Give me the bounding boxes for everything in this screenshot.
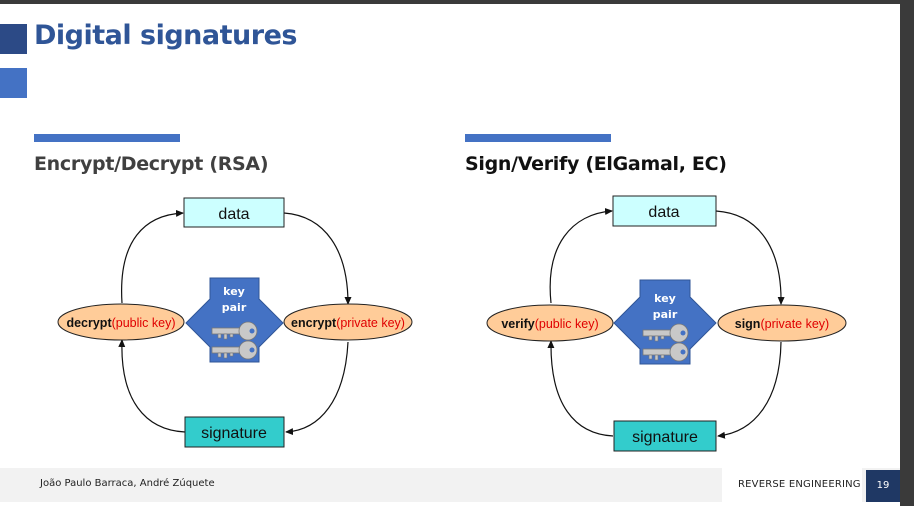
footer-course: REVERSE ENGINEERING (738, 479, 861, 490)
sign-ellipse-label: sign(private key) (735, 317, 829, 331)
signature-box (184, 416, 285, 448)
arrow-verify-to-data (549, 208, 613, 304)
arrow-data-to-sign (715, 210, 785, 305)
verify-param: (public key) (535, 317, 599, 331)
right-heading-bar (465, 134, 611, 142)
keypair-double-arrow (185, 277, 284, 363)
left-heading: Encrypt/Decrypt (RSA) (34, 153, 269, 175)
arrow-signature-to-decrypt (118, 339, 186, 433)
footer-authors: João Paulo Barraca, André Zúquete (40, 478, 215, 489)
decrypt-ellipse (57, 303, 185, 341)
keypair-label-line1: key (654, 292, 676, 305)
verify-keyword: verify (501, 317, 534, 331)
keypair-label-line1: key (223, 285, 245, 298)
data-box-label: data (648, 204, 679, 221)
verify-ellipse (486, 304, 614, 342)
keypair-label-line2: pair (653, 308, 678, 321)
encrypt-param: (private key) (336, 316, 405, 330)
signature-box-label: signature (632, 429, 698, 446)
left-heading-bar (34, 134, 180, 142)
left-diagram: data signature key pair decrypt(public k… (57, 197, 413, 448)
arrow-encrypt-to-signature (285, 341, 349, 436)
signature-box-label: signature (201, 425, 267, 442)
slide (0, 4, 900, 506)
right-heading: Sign/Verify (ElGamal, EC) (465, 153, 727, 175)
sign-ellipse (717, 304, 847, 342)
decrypt-ellipse-label: decrypt(public key) (66, 316, 175, 330)
sign-param: (private key) (760, 317, 829, 331)
arrow-sign-to-signature (717, 341, 782, 439)
decrypt-keyword: decrypt (66, 316, 112, 330)
footer-course-box (722, 468, 862, 502)
arrow-data-to-encrypt (283, 212, 352, 305)
data-box (612, 195, 717, 227)
encrypt-ellipse-label: encrypt(private key) (291, 316, 405, 330)
encrypt-ellipse (283, 303, 413, 341)
data-box-label: data (218, 206, 249, 223)
keypair-label-line2: pair (222, 301, 247, 314)
verify-ellipse-label: verify(public key) (501, 317, 598, 331)
decrypt-param: (public key) (112, 316, 176, 330)
arrow-decrypt-to-data (121, 209, 184, 304)
right-diagram: data signature key pair verify(public ke… (486, 195, 847, 452)
sign-keyword: sign (735, 317, 761, 331)
page-number: 19 (866, 470, 900, 502)
title-accent-square-lower (0, 68, 27, 98)
arrow-signature-to-verify (547, 340, 614, 437)
keypair-double-arrow (613, 279, 717, 365)
title-accent-square (0, 24, 27, 54)
signature-box (613, 420, 717, 452)
slide-title: Digital signatures (34, 20, 297, 51)
encrypt-keyword: encrypt (291, 316, 337, 330)
data-box (183, 197, 285, 228)
